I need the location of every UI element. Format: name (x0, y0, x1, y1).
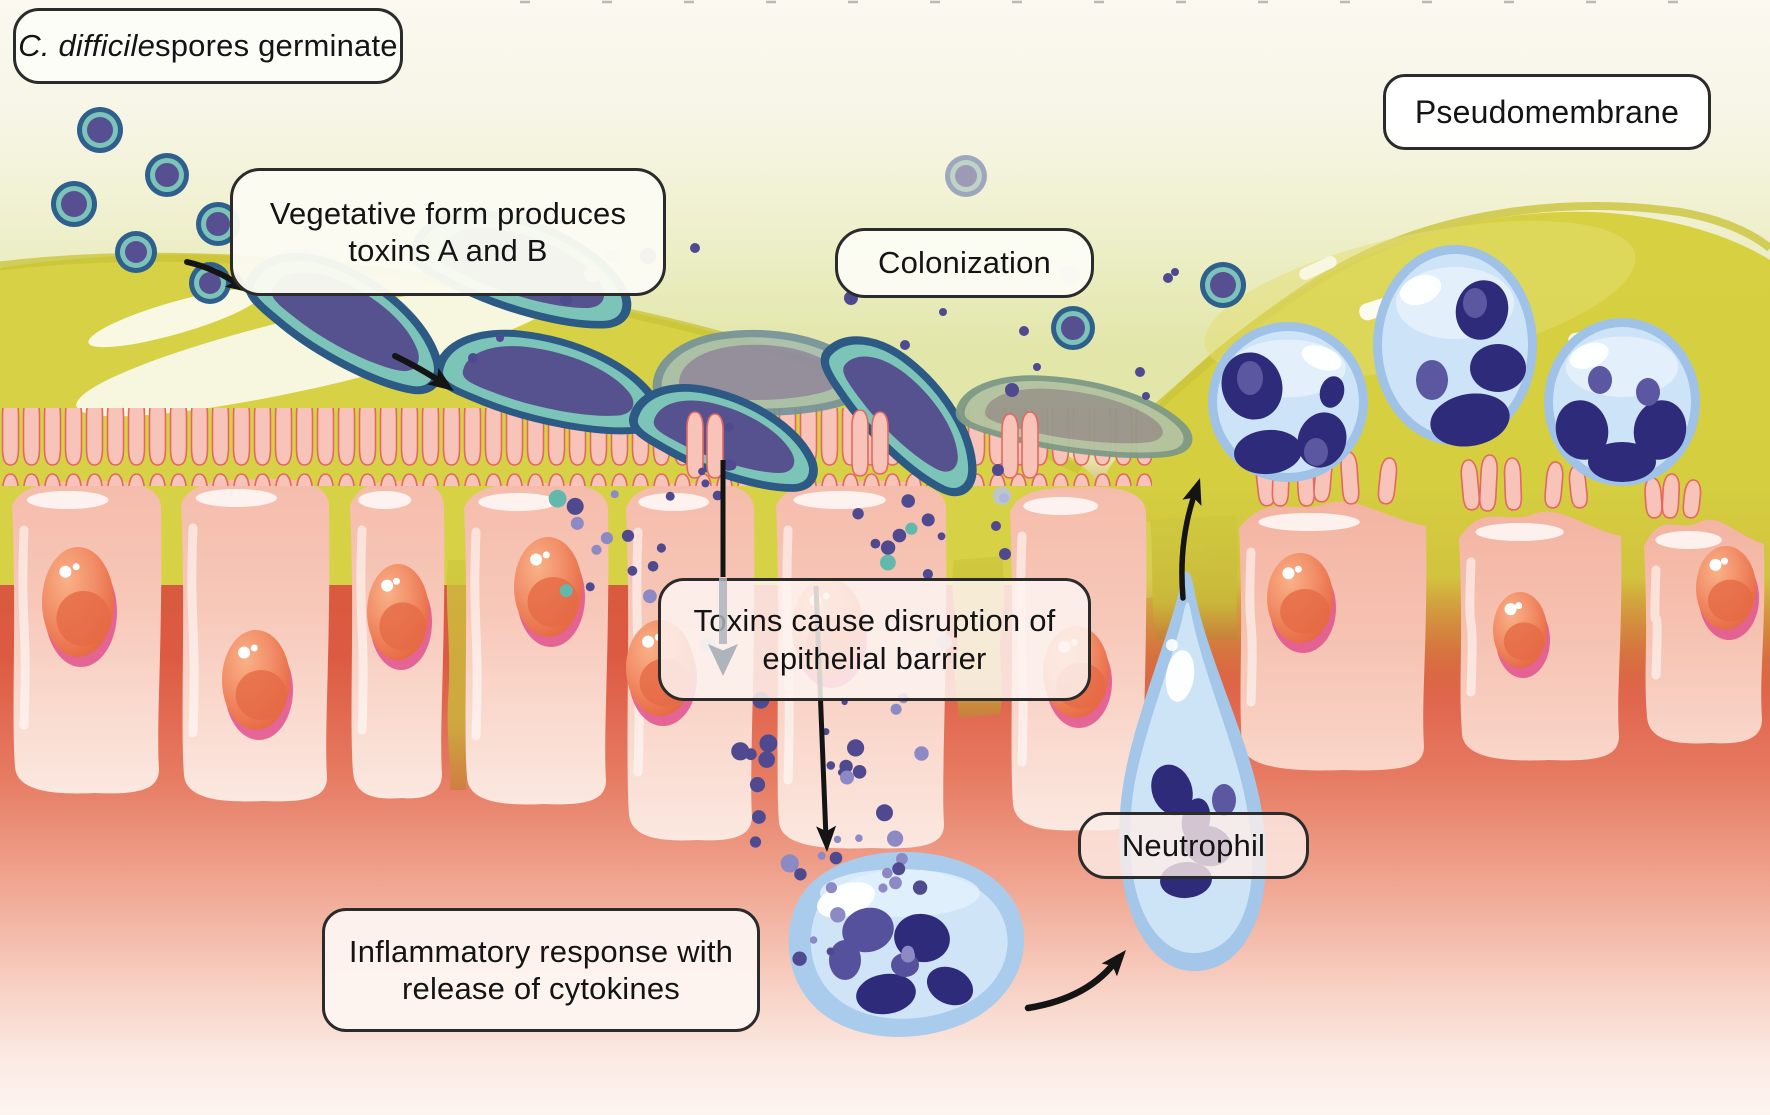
microvilli-foreground (1001, 413, 1019, 479)
spore (51, 181, 97, 227)
spore (77, 107, 123, 153)
microvilli-foreground (851, 409, 869, 477)
epithelial-cell (1239, 501, 1427, 771)
neutrophil-cell (1208, 322, 1368, 482)
spore (1051, 306, 1095, 350)
spore (145, 153, 189, 197)
epithelial-cell (1459, 511, 1622, 761)
epithelial-cell (626, 482, 755, 841)
epithelial-cell (1644, 519, 1765, 744)
microvilli-foreground (686, 411, 704, 479)
bacterium-vegetative (820, 336, 977, 497)
epithelial-cell (181, 478, 330, 802)
neutrophil-cell (1544, 318, 1700, 486)
spore-faded (945, 155, 987, 197)
microvilli-foreground (1021, 411, 1039, 479)
epithelial-cell (464, 482, 609, 805)
epithelial-cell (350, 480, 445, 799)
spore (115, 231, 157, 273)
spore (196, 202, 240, 246)
epithelial-cell (12, 480, 162, 794)
spore (1200, 262, 1246, 308)
pseudomembrane-neutrophils (1208, 245, 1700, 486)
microvilli-foreground (706, 413, 724, 479)
microvilli-foreground (871, 411, 889, 475)
epithelial-cell (776, 480, 947, 849)
neutrophil-cell (1373, 245, 1537, 447)
